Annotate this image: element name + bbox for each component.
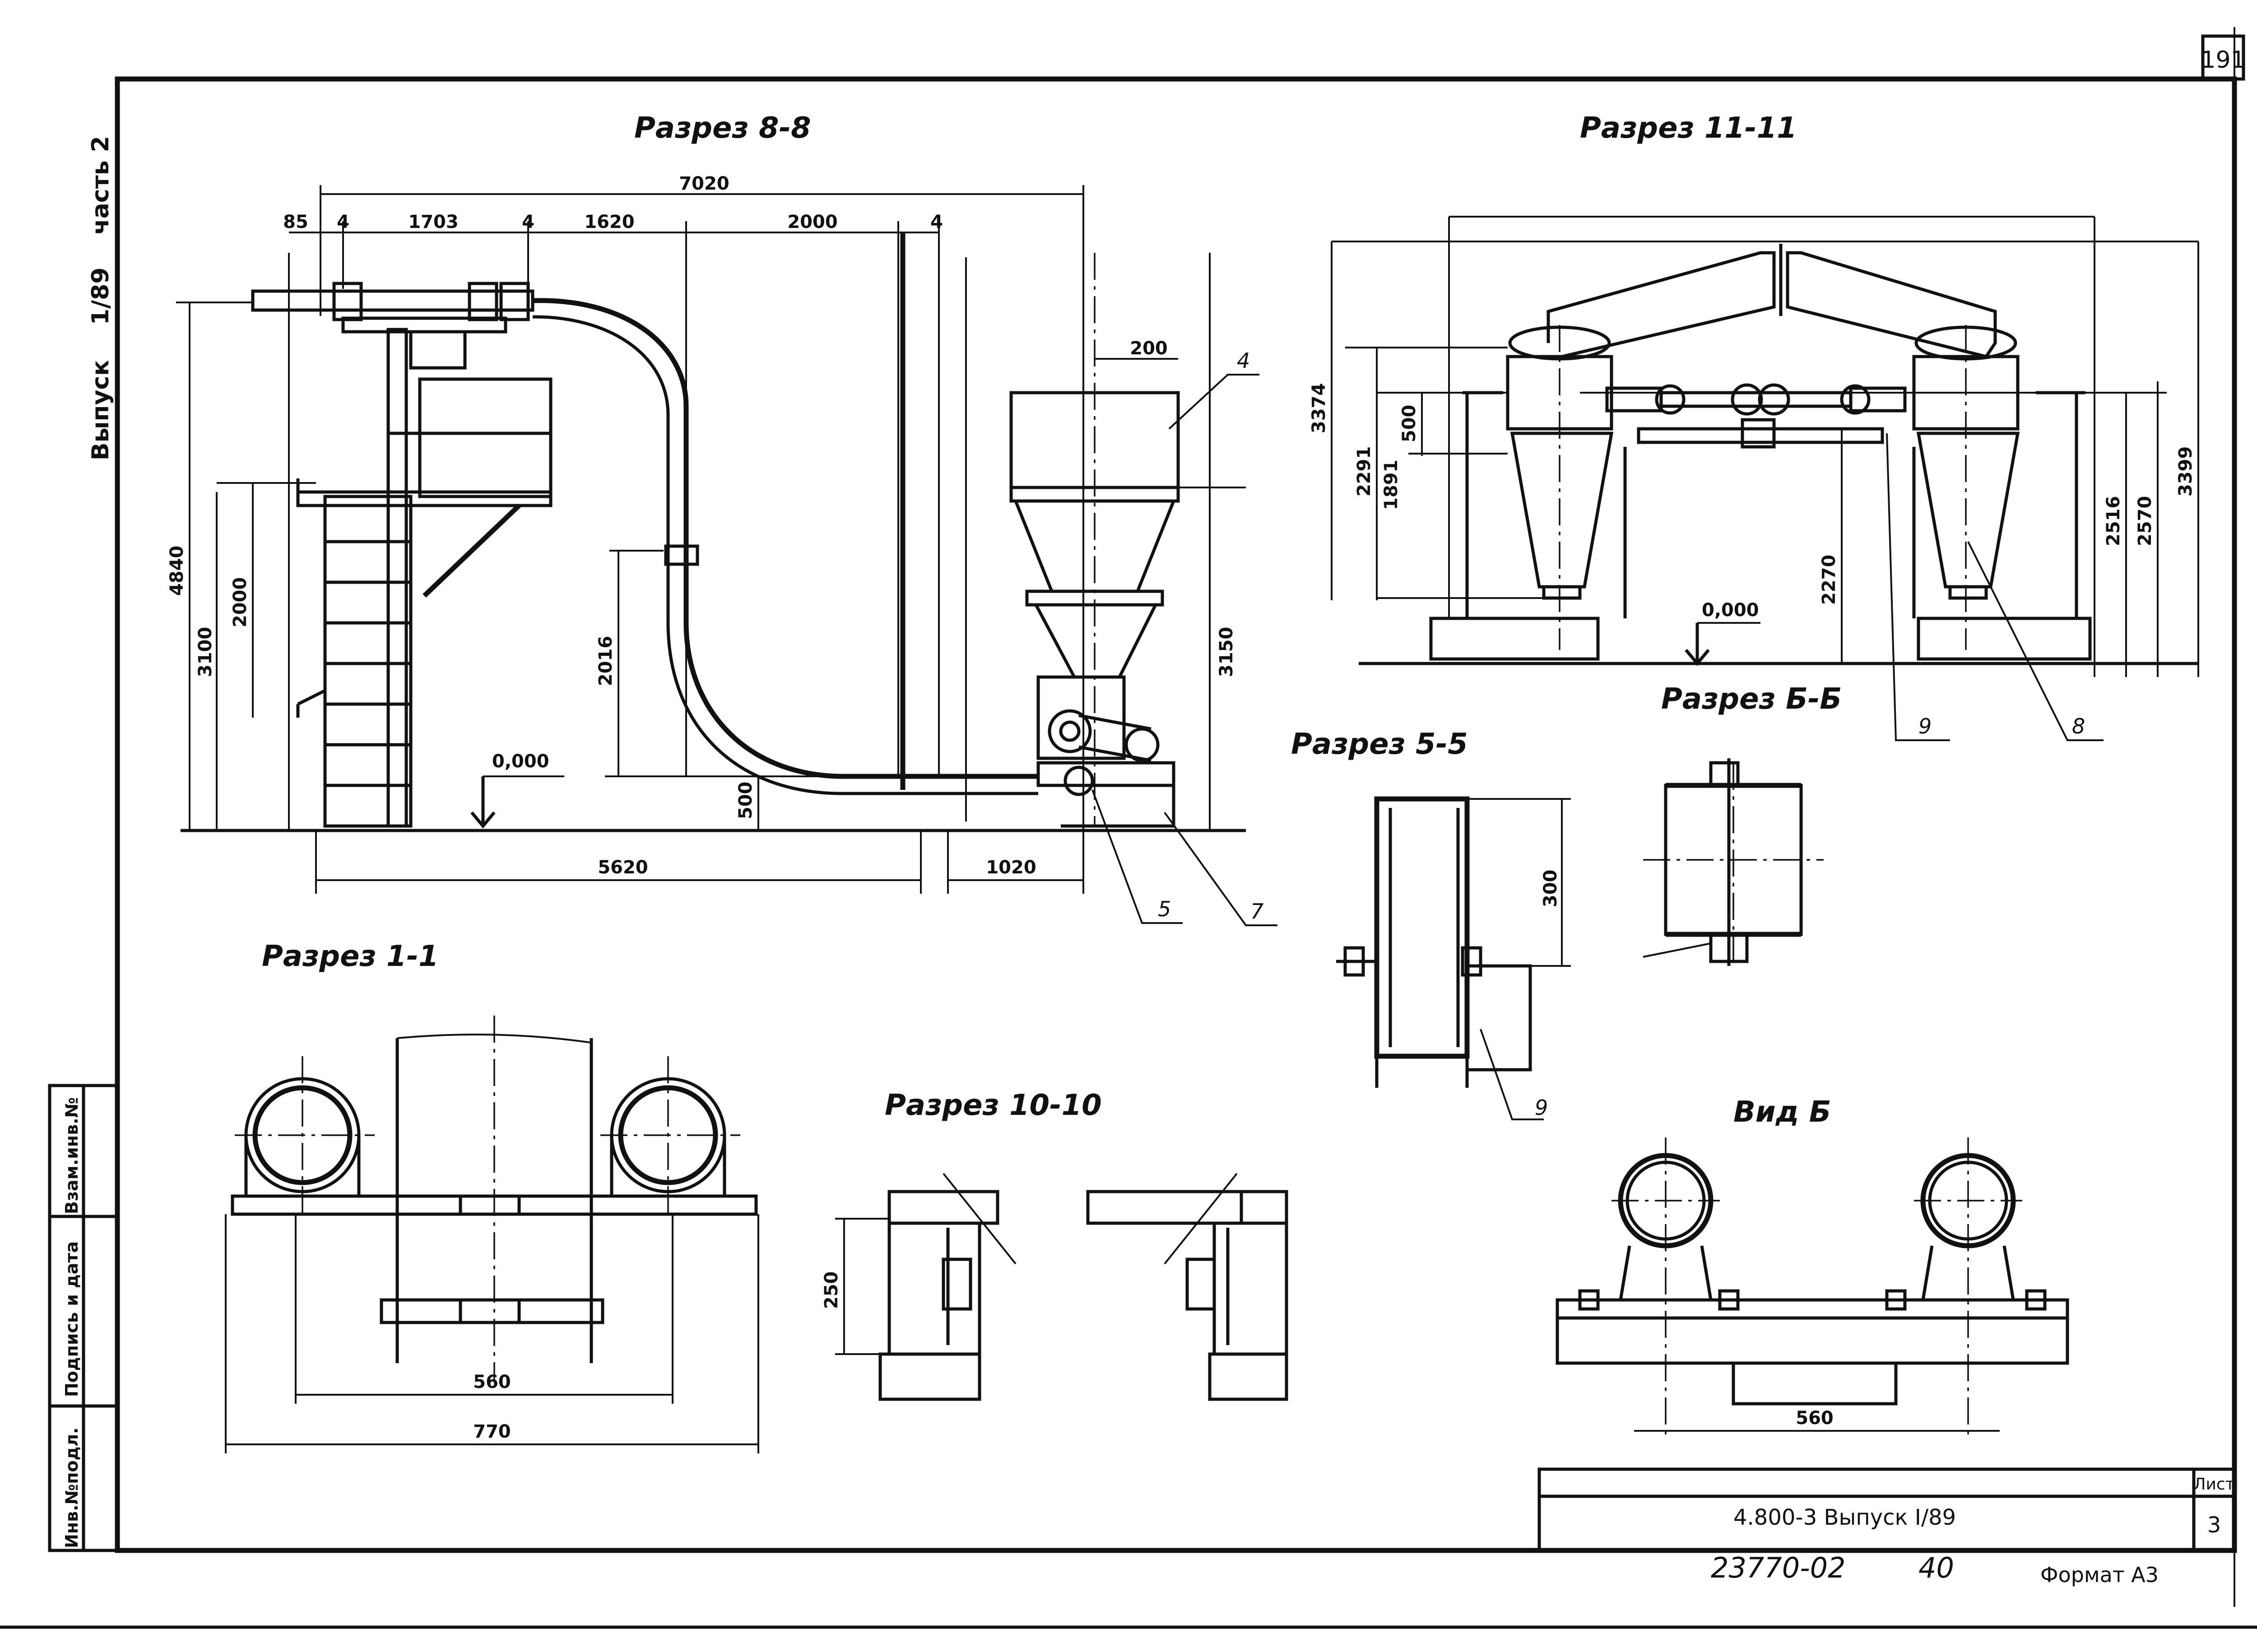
s88-dim-7020: 7020 — [679, 173, 729, 194]
s1111-dim-3399: 3399 — [2175, 446, 2196, 497]
s55-dim-300: 300 — [1540, 870, 1561, 908]
s1111-callout-9: 9 — [1918, 714, 1932, 738]
section-11-11-drawing — [1331, 216, 2199, 741]
section-5-5-drawing — [1336, 796, 1571, 1120]
side-issue-label: 1/89 — [87, 267, 114, 325]
s88-callout-4: 4 — [1237, 348, 1250, 373]
s11-dim-560: 560 — [473, 1372, 511, 1392]
section-1-1-title: Разрез 1-1 — [262, 940, 439, 973]
s88-callout-5: 5 — [1158, 897, 1171, 921]
order-number: 23770-02 — [1711, 1551, 1846, 1584]
section-10-10-drawing — [835, 1173, 1288, 1401]
s88-dim-1703: 1703 — [408, 212, 458, 232]
view-b-drawing — [1556, 1137, 2069, 1440]
side-part-label: часть 2 — [87, 136, 114, 235]
s1111-dim-1891: 1891 — [1381, 460, 1402, 510]
s88-dim-500: 500 — [735, 782, 756, 820]
s1111-dim-500: 500 — [1399, 405, 1420, 443]
s88-dim-4840: 4840 — [167, 546, 187, 596]
s88-dim-3100: 3100 — [195, 627, 216, 677]
side-series-label: Выпуск — [87, 360, 114, 460]
title-block-list-number: 3 — [2207, 1513, 2221, 1538]
s88-dim-2000-v: 2000 — [230, 577, 251, 627]
s1111-dim-2291: 2291 — [1354, 446, 1375, 497]
s1111-dim-3374: 3374 — [1309, 383, 1329, 433]
stamp-signature-label: Подпись и дата — [62, 1241, 82, 1397]
section-8-8-title: Разрез 8-8 — [634, 111, 811, 145]
s88-dim-5620: 5620 — [598, 857, 648, 878]
s88-dim-4b: 4 — [522, 212, 534, 232]
s88-level: 0,000 — [492, 751, 549, 772]
s88-dim-1020: 1020 — [986, 857, 1036, 878]
title-block-code: 4.800-3 Выпуск I/89 — [1733, 1505, 1956, 1530]
section-8-8-drawing — [176, 185, 1277, 926]
s55-callout-9: 9 — [1535, 1095, 1548, 1120]
s1111-dim-2570: 2570 — [2135, 496, 2155, 546]
s88-dim-4c: 4 — [930, 212, 943, 232]
stamp-replace-label: Взам.инв.№ — [62, 1097, 82, 1214]
s88-dim-85: 85 — [283, 212, 308, 232]
s88-dim-4a: 4 — [337, 212, 349, 232]
s11-dim-770: 770 — [473, 1421, 511, 1442]
section-5-5-title: Разрез 5-5 — [1291, 728, 1468, 761]
section-bb-drawing — [1643, 758, 1824, 966]
s1111-dim-2516: 2516 — [2103, 496, 2124, 546]
format-label: Формат А3 — [2040, 1563, 2159, 1587]
copy-number: 40 — [1918, 1551, 1954, 1584]
view-b-dim-560: 560 — [1796, 1408, 1834, 1429]
s88-dim-1620: 1620 — [584, 212, 634, 232]
s1111-level: 0,000 — [1702, 600, 1759, 621]
s88-dim-2016: 2016 — [595, 636, 616, 686]
section-11-11-title: Разрез 11-11 — [1580, 111, 1797, 145]
stamp-column — [48, 1084, 119, 1552]
section-bb-title: Разрез Б-Б — [1661, 682, 1842, 716]
page-number: 191 — [2201, 46, 2245, 74]
s88-callout-7: 7 — [1250, 899, 1263, 923]
section-10-10-title: Разрез 10-10 — [885, 1089, 1102, 1122]
title-block — [1537, 1467, 2236, 1552]
stamp-inventory-label: Инв.№подл. — [62, 1427, 82, 1548]
title-block-list-label: Лист — [2193, 1475, 2234, 1494]
s1111-dim-2270: 2270 — [1819, 555, 1839, 605]
section-1-1-drawing — [225, 1016, 759, 1453]
s88-dim-200: 200 — [1130, 338, 1168, 359]
s1010-dim-250: 250 — [821, 1271, 842, 1309]
s88-dim-3150: 3150 — [1216, 627, 1237, 677]
s88-dim-2000: 2000 — [787, 212, 837, 232]
view-b-title: Вид Б — [1733, 1095, 1831, 1129]
s1111-callout-8: 8 — [2072, 714, 2085, 738]
sheet-frame — [0, 27, 2257, 1629]
